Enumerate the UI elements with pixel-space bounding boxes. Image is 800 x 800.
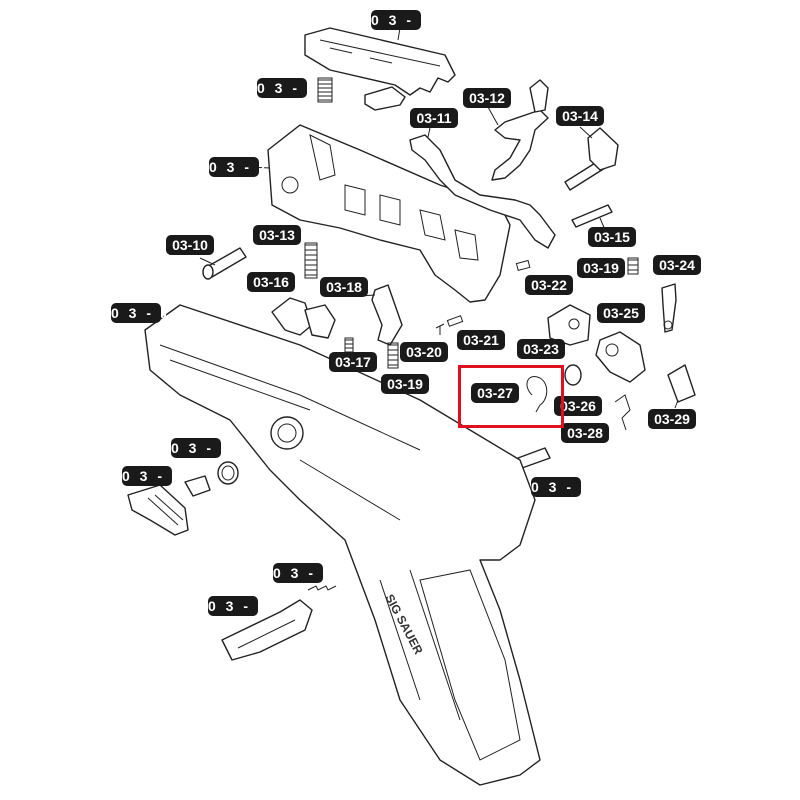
part-03-1: SIG SAUER [144, 304, 541, 786]
label-03-26: 03-26 [554, 396, 602, 416]
part-03-7 [249, 124, 511, 303]
part-03-3 [127, 475, 211, 536]
label-03-7: 0 3 - 7 [209, 157, 270, 177]
label-03-9: 0 3 - 9 [257, 78, 318, 98]
part-03-14 [564, 126, 619, 191]
label-03-5: 0 3 - 5 [208, 596, 269, 616]
part-03-20 [435, 323, 445, 335]
part-03-28 [614, 394, 631, 431]
part-03-29 [667, 364, 696, 409]
label-03-19-upper: 03-19 [577, 258, 625, 278]
label-03-28: 03-28 [561, 423, 609, 443]
part-03-21 [446, 315, 464, 327]
label-03-13: 03-13 [253, 225, 301, 245]
part-03-5 [221, 599, 313, 661]
part-03-12 [487, 79, 549, 181]
label-03-3: 0 3 - 3 [122, 466, 183, 486]
part-03-9 [317, 77, 333, 103]
label-03-15: 03-15 [588, 227, 636, 247]
label-03-16: 03-16 [247, 272, 295, 292]
label-03-14: 03-14 [556, 106, 604, 126]
label-03-25: 03-25 [597, 303, 645, 323]
label-03-19-lower: 03-19 [381, 374, 429, 394]
label-03-18: 03-18 [320, 277, 368, 297]
part-03-6 [517, 447, 551, 469]
label-03-4: 0 3 - 4 [273, 563, 334, 583]
label-03-12: 03-12 [463, 88, 511, 108]
part-03-22 [515, 259, 531, 272]
label-03-22: 03-22 [525, 275, 573, 295]
part-03-19-lower [387, 342, 399, 369]
part-03-26 [564, 364, 582, 386]
part-03-25 [595, 331, 646, 383]
label-03-21: 03-21 [457, 330, 505, 350]
label-03-11: 03-11 [410, 108, 458, 128]
label-03-10: 03-10 [166, 235, 214, 255]
label-03-17: 03-17 [329, 352, 377, 372]
part-03-10 [199, 247, 247, 280]
label-03-8: 0 3 - 8 [371, 10, 432, 30]
label-03-2: 0 3 - 2 [171, 438, 232, 458]
label-03-24: 03-24 [653, 255, 701, 275]
part-03-13 [304, 242, 318, 279]
label-03-29: 03-29 [648, 409, 696, 429]
highlight-box-03-27 [458, 365, 564, 428]
part-03-23 [547, 304, 591, 346]
label-03-23: 03-23 [517, 339, 565, 359]
part-03-27 [526, 376, 548, 413]
part-03-4 [307, 585, 337, 591]
part-03-2 [217, 461, 239, 485]
label-03-20: 03-20 [400, 342, 448, 362]
part-03-11 [409, 127, 556, 249]
label-03-1: 0 3 - 1 [111, 303, 172, 323]
part-03-24 [661, 283, 677, 333]
part-03-8 [304, 27, 456, 111]
part-03-19-upper [627, 257, 639, 275]
label-03-6: 0 3 - 6 [531, 477, 592, 497]
label-03-27: 03-27 [471, 383, 519, 403]
part-03-16 [271, 297, 336, 339]
